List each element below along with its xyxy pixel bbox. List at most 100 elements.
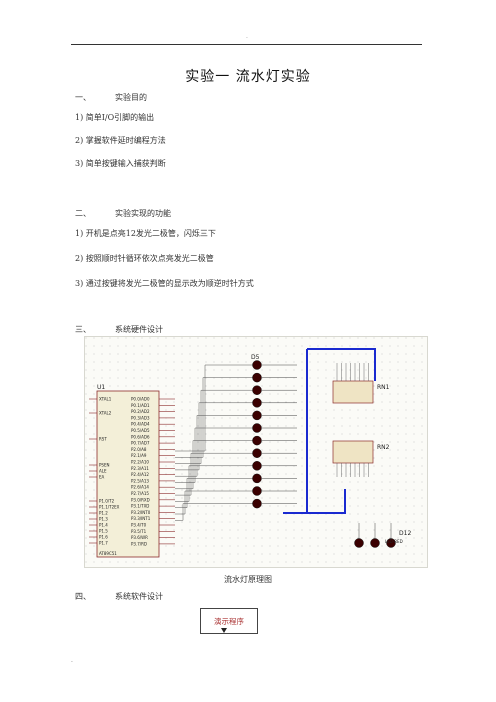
section-1-heading: 一、 实验目的: [75, 92, 147, 103]
page-title: 实验一 流水灯实验: [185, 69, 311, 85]
chip-right-pin-label: P3.6/WR: [131, 535, 148, 540]
chip-left-pin-label: P1.0/T2: [99, 499, 115, 504]
chip-left-pin-label: XTAL2: [99, 411, 112, 416]
led-wire: [175, 490, 253, 515]
chip-right-pin-label: P0.1/AD1: [131, 403, 150, 408]
section-2-number: 二、: [75, 209, 91, 218]
bottom-led: [370, 538, 380, 548]
header-dot: .: [246, 33, 248, 40]
flowchart-box-label: 演示程序: [214, 616, 244, 626]
chip-left-pin-label: PSEN: [99, 463, 109, 468]
chip-right-pins: P0.0/AD0P0.1/AD1P0.2/AD2P0.3/AD3P0.4/AD4…: [131, 397, 175, 546]
section-2-item-2: 2) 按照顺时针循环依次点亮发光二极管: [75, 254, 214, 263]
led-wire: [175, 402, 253, 471]
chip-left-pin-label: P1.3: [99, 517, 108, 522]
chip-left-pins: XTAL1XTAL2RSTPSENALEEAP1.0/T2P1.1/T2EXP1…: [89, 397, 120, 546]
section-1-number: 一、: [75, 93, 91, 102]
mcu-chip-body: [96, 390, 160, 558]
led-caption-label: LED-RED: [385, 539, 403, 544]
led-wire: [175, 503, 253, 521]
bottom-led: [386, 538, 396, 548]
led: [252, 410, 262, 421]
led: [252, 435, 262, 446]
led: [252, 372, 262, 383]
chip-right-pin-label: P0.3/AD3: [131, 415, 150, 420]
schematic-caption: 流水灯原理图: [224, 575, 272, 584]
section-4-number: 四、: [75, 592, 91, 601]
led-wire: [175, 452, 253, 496]
led-d12-label: D12: [399, 530, 411, 537]
chip-part-label: AT89C51: [99, 551, 117, 556]
chip-left-pin-label: P1.5: [99, 529, 108, 534]
chip-left-pin-label: P1.6: [99, 535, 108, 540]
flowchart-box: 演示程序: [200, 608, 258, 634]
flowchart-arrow: [221, 628, 227, 633]
chip-right-pin-label: P2.7/A15: [131, 491, 149, 496]
led: [252, 360, 262, 370]
led-wire: [175, 427, 253, 483]
bottom-led-row: [354, 523, 396, 548]
section-1-item-3: 3) 简单按键输入捕获判断: [75, 159, 166, 168]
resistor-network-rn2: [332, 440, 374, 464]
led: [252, 473, 262, 484]
chip-right-pin-label: P2.1/A9: [131, 453, 147, 458]
section-4-heading: 四、 系统软件设计: [75, 591, 163, 602]
chip-right-pin-label: P0.0/AD0: [131, 397, 150, 402]
chip-right-pin-label: P0.5/AD5: [131, 428, 150, 433]
rn1-label: RN1: [377, 384, 390, 391]
section-2-item-3: 3) 通过按键将发光二极管的显示改为顺逆时针方式: [75, 279, 254, 288]
blue-bus-bottom: [307, 489, 346, 514]
led-column: [175, 360, 297, 521]
footer-dot: .: [71, 657, 73, 664]
chip-right-pin-label: P3.7/RD: [131, 541, 147, 546]
section-1-title: 实验目的: [115, 93, 147, 102]
led: [252, 498, 262, 509]
led-wire: [175, 389, 253, 464]
chip-right-pin-label: P2.4/A12: [131, 472, 149, 477]
led: [252, 461, 262, 471]
led: [252, 486, 262, 496]
chip-right-pin-label: P3.1/TXD: [131, 504, 149, 509]
chip-left-pin-label: P1.4: [99, 523, 108, 528]
chip-right-pin-label: P0.4/AD4: [131, 422, 150, 427]
chip-right-pin-label: P2.3/A11: [131, 466, 149, 471]
section-3-number: 三、: [75, 325, 91, 334]
led-wire: [175, 465, 253, 502]
chip-label: U1: [97, 384, 105, 391]
section-2-title: 实验实现的功能: [115, 209, 171, 218]
led: [252, 398, 262, 408]
chip-right-pin-label: P3.5/T1: [131, 529, 147, 534]
section-2-heading: 二、 实验实现的功能: [75, 208, 171, 219]
bottom-led: [354, 538, 364, 548]
section-1-item-2: 2) 掌握软件延时编程方法: [75, 136, 166, 145]
chip-left-pin-label: XTAL1: [99, 397, 112, 402]
chip-left-pin-label: P1.7: [99, 541, 108, 546]
chip-left-pin-label: ALE: [99, 469, 107, 474]
blue-bus-top: [307, 348, 376, 381]
chip-right-pin-label: P0.6/AD6: [131, 434, 150, 439]
section-2-item-1: 1) 开机是点亮12发光二极管，闪烁三下: [75, 229, 216, 238]
section-4-title: 系统软件设计: [115, 592, 163, 601]
header-rule: [71, 44, 422, 45]
led: [252, 385, 262, 395]
chip-left-pin-label: EA: [99, 475, 105, 480]
resistor-leads: [336, 363, 369, 477]
section-3-title: 系统硬件设计: [115, 325, 163, 334]
section-1-item-1: 1) 简单I/O引脚的输出: [75, 113, 155, 122]
chip-right-pin-label: P3.2/INT0: [131, 510, 151, 515]
led-d5-label: D5: [251, 354, 260, 361]
rn2-label: RN2: [377, 444, 390, 451]
led: [252, 423, 262, 433]
led-wire: [175, 415, 253, 477]
chip-left-pin-label: RST: [99, 437, 107, 442]
chip-right-pin-label: P0.2/AD2: [131, 409, 150, 414]
chip-right-pin-label: P0.7/AD7: [131, 441, 150, 446]
led-wire: [175, 364, 253, 452]
chip-right-pin-label: P3.3/INT1: [131, 516, 151, 521]
chip-right-pin-label: P2.2/A10: [131, 460, 149, 465]
led-wire: [175, 377, 253, 458]
chip-right-pin-label: P3.4/T0: [131, 523, 147, 528]
resistor-network-rn1: [332, 380, 374, 404]
